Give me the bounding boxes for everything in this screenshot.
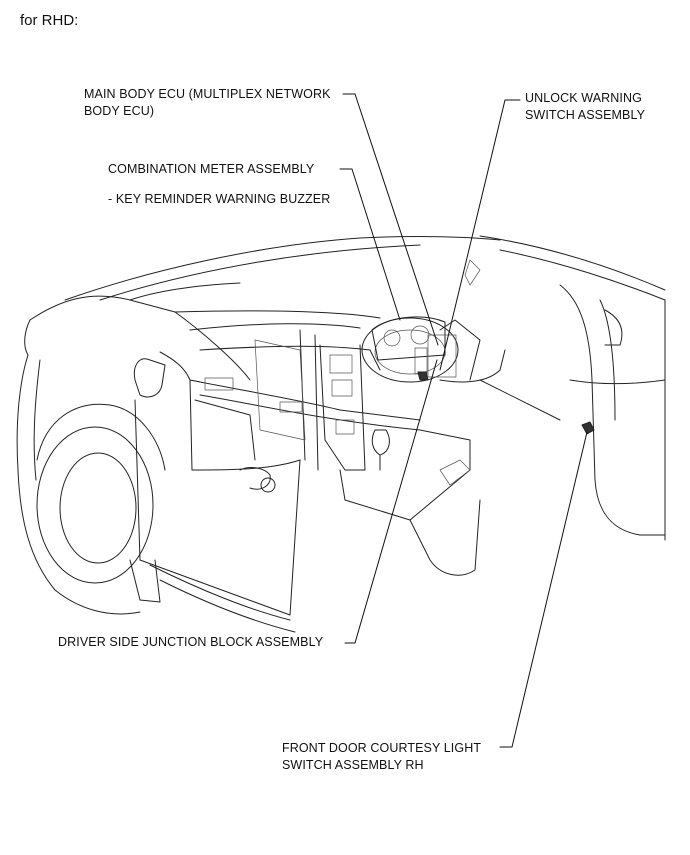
label-combination-meter: COMBINATION METER ASSEMBLY bbox=[108, 162, 315, 176]
label-front-door-line2: SWITCH ASSEMBLY RH bbox=[282, 758, 424, 772]
label-key-reminder-buzzer: - KEY REMINDER WARNING BUZZER bbox=[108, 192, 331, 206]
label-unlock-warning-line2: SWITCH ASSEMBLY bbox=[525, 108, 646, 122]
vehicle-body bbox=[16, 235, 666, 633]
label-driver-side-junction-block: DRIVER SIDE JUNCTION BLOCK ASSEMBLY bbox=[58, 635, 324, 649]
label-unlock-warning-line1: UNLOCK WARNING bbox=[525, 91, 642, 105]
leader-combination-meter bbox=[339, 168, 401, 321]
label-front-door-courtesy-switch: FRONT DOOR COURTESY LIGHT SWITCH ASSEMBL… bbox=[282, 740, 481, 774]
leader-driver-side-jb bbox=[344, 359, 438, 644]
label-main-body-ecu-line1: MAIN BODY ECU (MULTIPLEX NETWORK bbox=[84, 87, 331, 101]
label-main-body-ecu: MAIN BODY ECU (MULTIPLEX NETWORK BODY EC… bbox=[84, 86, 331, 120]
dashboard bbox=[174, 259, 595, 576]
diagram-heading: for RHD: bbox=[20, 12, 79, 29]
label-unlock-warning-switch: UNLOCK WARNING SWITCH ASSEMBLY bbox=[525, 90, 645, 124]
leader-front-door-courtesy bbox=[499, 431, 588, 748]
leader-lines bbox=[339, 93, 588, 748]
label-front-door-line1: FRONT DOOR COURTESY LIGHT bbox=[282, 741, 482, 755]
label-main-body-ecu-line2: BODY ECU) bbox=[84, 104, 155, 118]
leader-unlock-warning bbox=[439, 99, 521, 371]
leader-main-body-ecu bbox=[342, 93, 439, 346]
